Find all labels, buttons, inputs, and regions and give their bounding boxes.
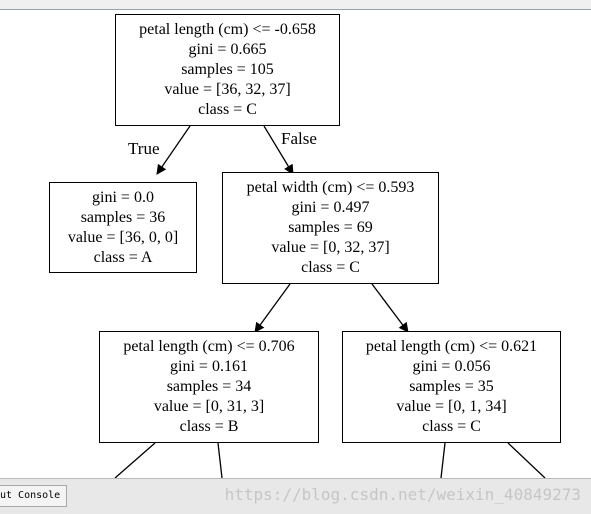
- node-line: petal length (cm) <= -0.658: [139, 21, 316, 38]
- node-line: class = C: [301, 259, 360, 276]
- node-line: samples = 105: [181, 61, 274, 78]
- node-line: gini = 0.0: [92, 188, 154, 206]
- tree-edges: [114, 125, 546, 478]
- node-line: class = C: [422, 418, 481, 435]
- node-line: class = A: [93, 248, 153, 266]
- edge-label-true: True: [128, 139, 160, 158]
- tree-node-right-left: petal length (cm) <= 0.706 gini = 0.161 …: [99, 331, 319, 443]
- node-line: gini = 0.665: [188, 41, 267, 58]
- node-line: samples = 36: [80, 208, 166, 226]
- edge-rl-child-right: [217, 442, 223, 478]
- decision-tree-canvas: petal length (cm) <= -0.658 gini = 0.665…: [0, 10, 591, 478]
- window-top-strip: [0, 0, 591, 10]
- edge-rr-child-left: [440, 442, 446, 478]
- node-line: petal width (cm) <= 0.593: [246, 179, 415, 196]
- node-line: samples = 34: [166, 378, 252, 395]
- node-line: value = [36, 0, 0]: [67, 228, 179, 246]
- edge-root-left: [156, 125, 191, 175]
- node-line: value = [0, 31, 3]: [153, 398, 265, 415]
- edge-rl-child-left: [114, 442, 156, 478]
- node-line: class = B: [179, 418, 239, 435]
- node-line: petal length (cm) <= 0.621: [365, 338, 538, 355]
- node-line: gini = 0.056: [412, 358, 491, 375]
- node-line: gini = 0.161: [170, 358, 248, 375]
- tree-node-right: petal width (cm) <= 0.593 gini = 0.497 s…: [222, 172, 439, 284]
- node-line: petal length (cm) <= 0.706: [123, 338, 295, 355]
- edge-label-false: False: [281, 129, 317, 148]
- node-line: value = [0, 32, 37]: [271, 239, 390, 256]
- node-line: class = C: [198, 101, 257, 118]
- node-line: gini = 0.497: [291, 199, 370, 216]
- tree-node-left-leaf: gini = 0.0 samples = 36 value = [36, 0, …: [49, 182, 197, 273]
- node-line: samples = 69: [288, 219, 373, 236]
- node-line: samples = 35: [409, 378, 494, 395]
- edge-root-right: [263, 125, 294, 175]
- bottom-panel-bar: ut Console https://blog.csdn.net/weixin_…: [0, 478, 591, 514]
- tree-node-root: petal length (cm) <= -0.658 gini = 0.665…: [115, 14, 340, 126]
- edge-right-rr: [371, 283, 409, 333]
- node-line: value = [36, 32, 37]: [164, 81, 291, 98]
- watermark-text: https://blog.csdn.net/weixin_40849273: [224, 485, 581, 504]
- edge-rr-child-right: [507, 442, 546, 478]
- console-tab[interactable]: ut Console: [0, 485, 68, 507]
- edge-right-rl: [254, 283, 291, 333]
- node-line: value = [0, 1, 34]: [396, 398, 507, 415]
- tree-node-right-right: petal length (cm) <= 0.621 gini = 0.056 …: [342, 331, 561, 443]
